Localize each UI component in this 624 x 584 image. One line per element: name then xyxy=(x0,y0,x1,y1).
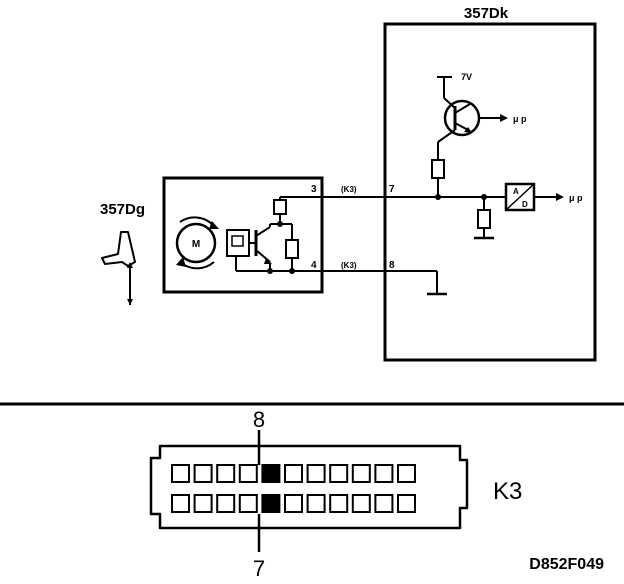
connector-pin xyxy=(284,464,303,483)
hall-sensor xyxy=(226,226,272,264)
connector-pin xyxy=(216,464,236,483)
figure-code: D852F049 xyxy=(529,556,604,573)
connector-pin xyxy=(374,494,394,513)
connector-pin-grid xyxy=(171,464,416,513)
module-right-label: 357Dk xyxy=(464,5,509,22)
connector-pin xyxy=(351,494,371,513)
wire-label-k3-bottom: (K3) xyxy=(341,261,357,270)
connector-pin xyxy=(397,494,416,513)
module-left-box xyxy=(162,176,324,294)
connector-pin xyxy=(238,464,258,483)
motor-symbol xyxy=(175,216,219,270)
adc-label-d: D xyxy=(522,200,528,209)
connector-pin xyxy=(306,494,326,513)
connector-pin xyxy=(374,464,394,483)
pin-label-8: 8 xyxy=(389,260,395,271)
node-junction-1 xyxy=(435,194,441,200)
adc-block xyxy=(504,182,564,212)
supply-label: 7V xyxy=(461,72,472,82)
resistor-base xyxy=(431,159,445,179)
connector-pin xyxy=(193,464,213,483)
pin-label-4: 4 xyxy=(311,260,317,271)
connector-pin-highlighted xyxy=(261,464,281,483)
seat-icon xyxy=(101,231,136,305)
connector-pin xyxy=(306,464,326,483)
motor-label: M xyxy=(192,239,200,250)
pin-label-7: 7 xyxy=(389,184,395,195)
module-right-box xyxy=(383,22,597,362)
wire-label-k3-top: (K3) xyxy=(341,185,357,194)
connector-pin xyxy=(351,464,371,483)
connector-pin xyxy=(284,494,303,513)
transistor-output-label: μ p xyxy=(513,114,527,124)
resistor-internal-2 xyxy=(285,239,299,259)
connector-pin xyxy=(329,464,349,483)
connector-pin xyxy=(193,494,213,513)
connector-pin xyxy=(171,494,190,513)
resistor-internal-1 xyxy=(273,199,287,215)
connector-pin xyxy=(329,494,349,513)
adc-output-label: μ p xyxy=(569,193,583,203)
connector-pin xyxy=(171,464,190,483)
connector-pin xyxy=(397,464,416,483)
connector-name: K3 xyxy=(493,478,522,505)
connector-body xyxy=(149,444,469,530)
connector-pin-highlighted xyxy=(261,494,281,513)
module-left-label: 357Dg xyxy=(100,201,145,218)
adc-label-a: A xyxy=(513,187,519,196)
transistor-symbol xyxy=(437,99,508,143)
connector-pin xyxy=(216,494,236,513)
connector-pin xyxy=(238,494,258,513)
connector-pin-label-top: 8 xyxy=(253,407,265,432)
connector-pin-label-bottom: 7 xyxy=(253,556,265,581)
supply-terminal xyxy=(437,76,456,109)
resistor-pulldown xyxy=(477,209,491,229)
pin-label-3: 3 xyxy=(311,184,317,195)
